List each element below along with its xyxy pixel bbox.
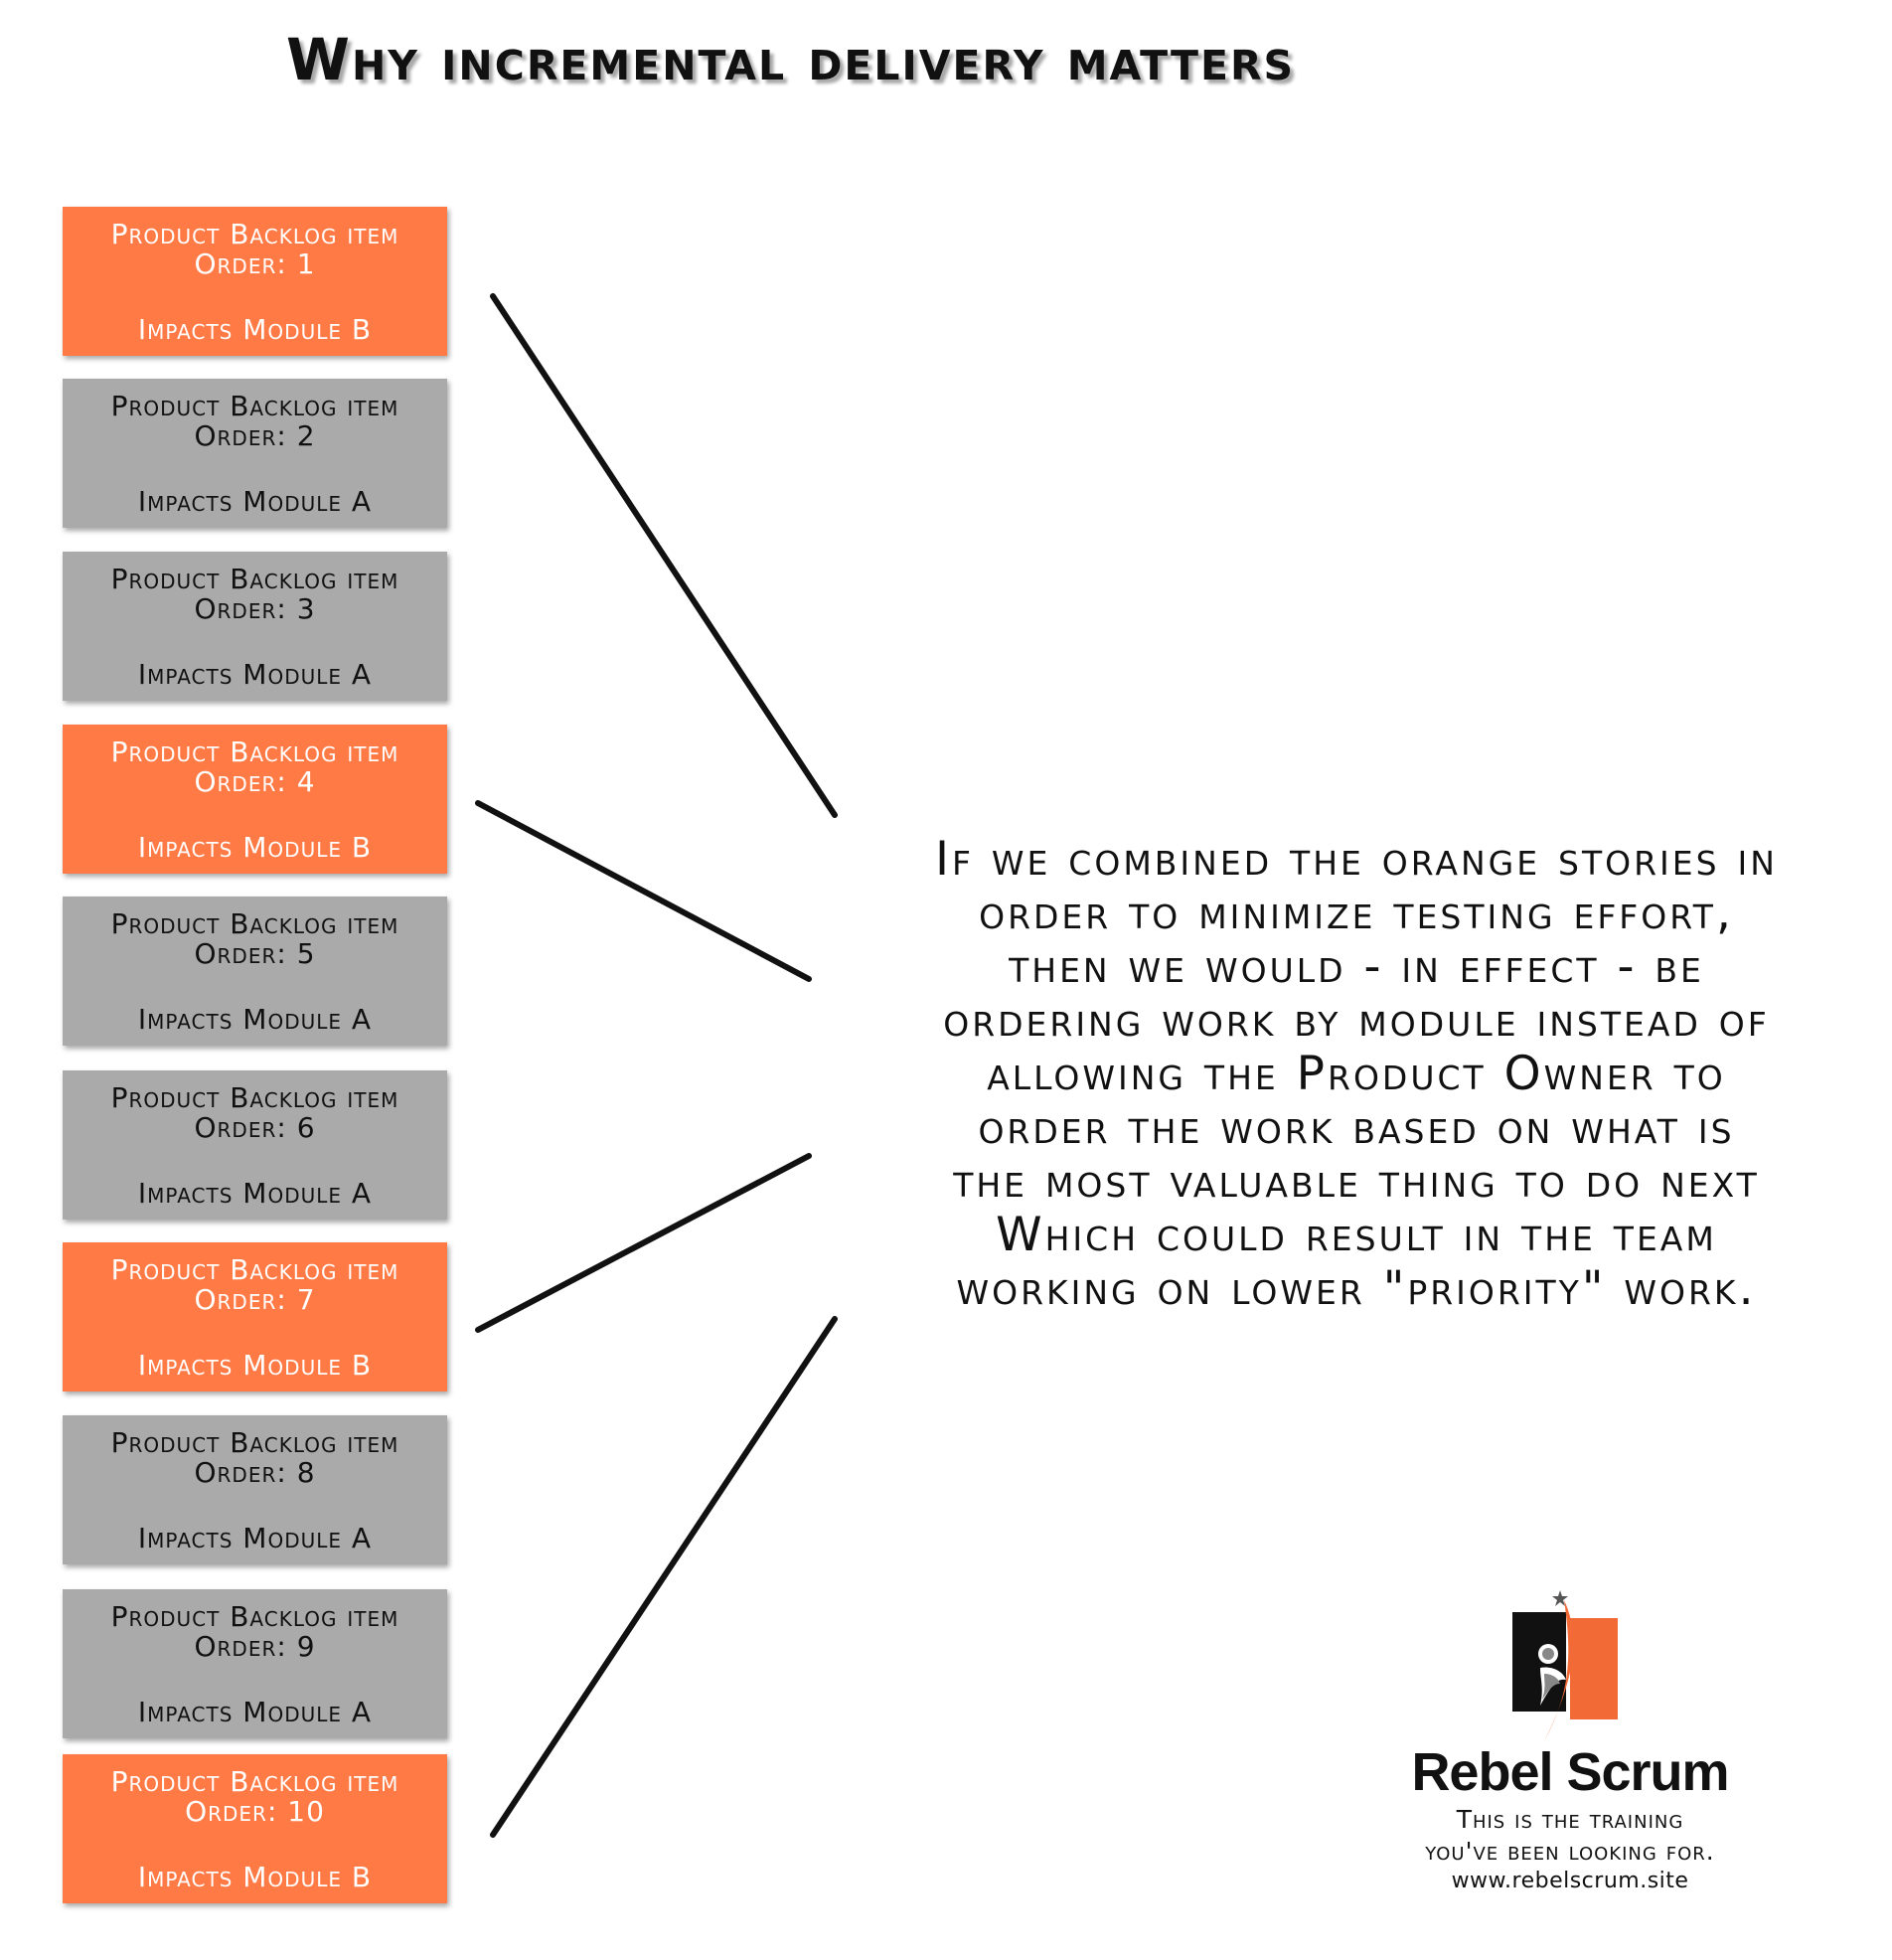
backlog-item-impact: Impacts Module A	[137, 1696, 373, 1728]
backlog-item-7: Product Backlog item Order: 7 Impacts Mo…	[63, 1242, 447, 1391]
connector-line-item-1	[490, 293, 838, 818]
backlog-item-label: Product Backlog item	[110, 563, 399, 595]
explanation-line: order the work based on what is	[978, 1100, 1735, 1155]
explanation-line: order to minimize testing effort,	[979, 886, 1734, 940]
backlog-item-label: Product Backlog item	[110, 1426, 399, 1459]
backlog-item-impact: Impacts Module B	[137, 1349, 373, 1382]
backlog-item-10: Product Backlog item Order: 10 Impacts M…	[63, 1754, 447, 1903]
explanation-line: allowing the Product Owner to	[987, 1047, 1726, 1101]
explanation-line: Which could result in the team	[996, 1208, 1717, 1262]
backlog-item-impact: Impacts Module A	[137, 1003, 373, 1036]
backlog-item-order: Order: 6	[194, 1111, 316, 1144]
explanation-line: If we combined the orange stories in	[935, 832, 1778, 887]
backlog-item-order: Order: 1	[194, 247, 316, 280]
rebel-scrum-logo-icon	[1512, 1590, 1618, 1741]
backlog-item-order: Order: 4	[194, 765, 316, 798]
backlog-item-1: Product Backlog item Order: 1 Impacts Mo…	[63, 207, 447, 356]
explanation-line: working on lower "priority" work.	[956, 1261, 1757, 1316]
explanation-line: then we would - in effect - be	[1009, 939, 1704, 994]
backlog-item-impact: Impacts Module A	[137, 658, 373, 691]
backlog-item-5: Product Backlog item Order: 5 Impacts Mo…	[63, 897, 447, 1046]
backlog-item-label: Product Backlog item	[110, 1081, 399, 1114]
backlog-item-label: Product Backlog item	[110, 1765, 399, 1798]
backlog-item-label: Product Backlog item	[110, 907, 399, 940]
backlog-item-impact: Impacts Module A	[137, 1177, 373, 1210]
backlog-item-order: Order: 8	[194, 1456, 316, 1489]
backlog-item-impact: Impacts Module B	[137, 831, 373, 864]
backlog-item-9: Product Backlog item Order: 9 Impacts Mo…	[63, 1589, 447, 1738]
connector-line-item-4	[475, 800, 812, 982]
brand-url: www.rebelscrum.site	[1451, 1869, 1689, 1893]
backlog-item-impact: Impacts Module A	[137, 1522, 373, 1554]
backlog-item-6: Product Backlog item Order: 6 Impacts Mo…	[63, 1070, 447, 1220]
connector-line-item-7	[475, 1153, 812, 1333]
brand-tagline-1: This is the training	[1456, 1805, 1684, 1834]
backlog-item-8: Product Backlog item Order: 8 Impacts Mo…	[63, 1415, 447, 1564]
backlog-item-label: Product Backlog item	[110, 218, 399, 250]
explanation-line: ordering work by module instead of	[943, 993, 1770, 1048]
brand-name: Rebel Scrum	[1411, 1742, 1729, 1802]
brand-tagline-2: you've been looking for.	[1425, 1837, 1715, 1866]
backlog-item-2: Product Backlog item Order: 2 Impacts Mo…	[63, 379, 447, 528]
page-title: Why incremental delivery matters	[286, 26, 1296, 93]
backlog-item-4: Product Backlog item Order: 4 Impacts Mo…	[63, 725, 447, 874]
backlog-item-order: Order: 2	[194, 419, 316, 452]
explanation-text: If we combined the orange stories in ord…	[865, 833, 1848, 1316]
backlog-item-order: Order: 10	[185, 1795, 325, 1828]
explanation-line: the most valuable thing to do next	[953, 1154, 1760, 1209]
backlog-item-impact: Impacts Module B	[137, 1861, 373, 1893]
backlog-item-order: Order: 5	[194, 937, 316, 970]
backlog-item-label: Product Backlog item	[110, 735, 399, 768]
backlog-item-impact: Impacts Module B	[137, 313, 373, 346]
backlog-item-impact: Impacts Module A	[137, 485, 373, 518]
backlog-item-3: Product Backlog item Order: 3 Impacts Mo…	[63, 552, 447, 701]
backlog-item-order: Order: 9	[194, 1630, 316, 1663]
backlog-item-label: Product Backlog item	[110, 1600, 399, 1633]
backlog-item-label: Product Backlog item	[110, 1253, 399, 1286]
connector-line-item-10	[490, 1316, 838, 1838]
backlog-item-label: Product Backlog item	[110, 390, 399, 422]
backlog-item-order: Order: 3	[194, 592, 316, 625]
backlog-item-order: Order: 7	[194, 1283, 316, 1316]
